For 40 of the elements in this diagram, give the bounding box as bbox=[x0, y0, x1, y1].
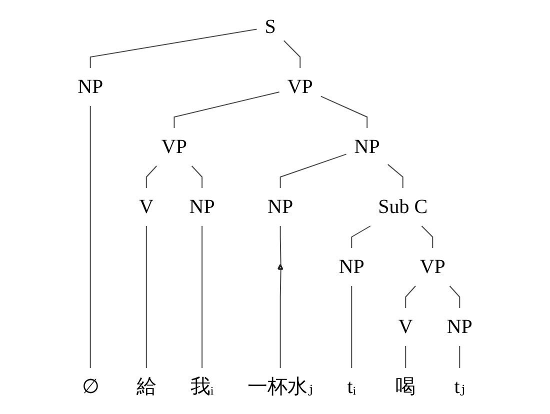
connector bbox=[449, 286, 460, 308]
node-text: Sub C bbox=[378, 196, 428, 218]
node-text: V bbox=[139, 196, 154, 218]
node-text: S bbox=[264, 16, 276, 38]
node-text: NP bbox=[354, 136, 380, 158]
connector bbox=[280, 226, 282, 266]
node-text: VP bbox=[161, 136, 188, 158]
connector bbox=[351, 226, 371, 248]
connector bbox=[202, 226, 203, 368]
node-text: NP bbox=[446, 316, 472, 338]
node-text: 一杯水ⱼ bbox=[248, 376, 313, 398]
connector bbox=[191, 166, 203, 188]
node-text: 我ᵢ bbox=[190, 376, 214, 398]
connector bbox=[146, 226, 147, 368]
connector bbox=[90, 28, 258, 68]
node-text: tᵢ bbox=[347, 376, 356, 398]
node-text: VP bbox=[420, 256, 446, 278]
connector bbox=[280, 154, 347, 188]
connector bbox=[387, 164, 404, 188]
node-text: NP bbox=[338, 256, 364, 278]
node-text: ∅ bbox=[82, 376, 99, 398]
connector bbox=[90, 106, 91, 368]
connector bbox=[405, 346, 406, 368]
node-text: tⱼ bbox=[454, 376, 466, 398]
connector bbox=[280, 269, 282, 368]
connector bbox=[351, 286, 352, 368]
connector bbox=[405, 286, 416, 308]
node-text: V bbox=[398, 316, 413, 338]
node-text: 喝 bbox=[396, 376, 416, 398]
connector bbox=[146, 166, 158, 188]
connector bbox=[320, 96, 368, 128]
connector bbox=[459, 346, 460, 368]
connector bbox=[421, 226, 434, 248]
node-text: 給 bbox=[136, 376, 156, 398]
connector bbox=[283, 40, 301, 68]
node-text: NP bbox=[78, 76, 104, 98]
connector bbox=[174, 91, 280, 128]
node-text: NP bbox=[189, 196, 215, 218]
node-text: VP bbox=[287, 76, 313, 98]
node-text: NP bbox=[268, 196, 294, 218]
